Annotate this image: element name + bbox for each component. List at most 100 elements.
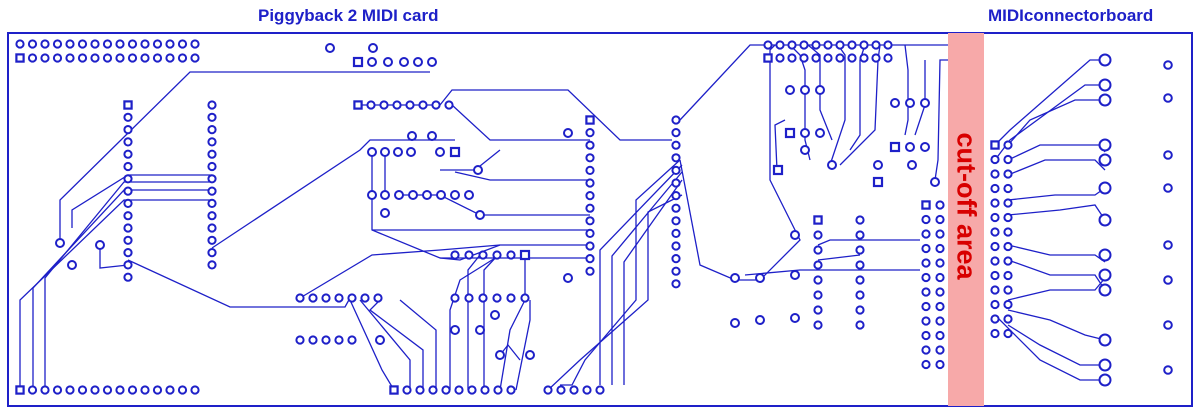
round-pad <box>152 53 163 63</box>
round-pad <box>671 165 681 175</box>
round-pad <box>935 214 945 225</box>
round-pad <box>525 350 535 360</box>
square-pad <box>813 215 823 225</box>
round-pad <box>855 230 865 240</box>
round-pad <box>935 316 945 326</box>
round-pad <box>813 305 823 315</box>
round-pad <box>1003 299 1013 310</box>
square-pad <box>449 146 461 158</box>
round-pad <box>321 293 331 303</box>
trace <box>499 255 526 391</box>
round-pad <box>815 128 825 138</box>
round-pad <box>935 287 945 297</box>
round-pad <box>360 293 370 303</box>
round-pad <box>827 160 837 170</box>
trace <box>849 44 866 151</box>
round-pad <box>859 40 869 50</box>
square-pad <box>15 385 25 395</box>
round-pad <box>990 198 1000 208</box>
round-pad <box>775 53 785 63</box>
round-pad <box>990 270 1000 281</box>
trace <box>679 44 801 281</box>
round-pad <box>1098 53 1112 67</box>
round-pad <box>871 40 881 50</box>
round-pad <box>207 198 217 208</box>
round-pad <box>855 245 865 255</box>
round-pad <box>921 272 931 283</box>
trace <box>451 104 590 141</box>
trace <box>1007 277 1106 301</box>
round-pad <box>427 57 437 67</box>
round-pad <box>990 328 1000 339</box>
round-pad <box>127 385 138 395</box>
round-pad <box>1163 183 1173 193</box>
round-pad <box>855 320 865 330</box>
round-pad <box>671 254 681 264</box>
round-pad <box>935 243 945 254</box>
round-pad <box>1098 248 1112 262</box>
round-pad <box>585 153 595 163</box>
round-pad <box>450 325 460 335</box>
round-pad <box>1163 275 1173 285</box>
square-pad <box>353 100 363 110</box>
round-pad <box>464 250 474 260</box>
round-pad <box>207 260 217 270</box>
trace <box>71 174 212 228</box>
round-pad <box>990 183 1000 194</box>
round-pad <box>905 98 915 108</box>
round-pad <box>755 273 765 283</box>
round-pad <box>890 98 900 108</box>
trace <box>817 239 920 246</box>
round-pad <box>990 227 1000 237</box>
round-pad <box>177 385 188 395</box>
round-pad <box>935 345 945 355</box>
trace <box>449 254 501 390</box>
trace <box>19 199 212 390</box>
round-pad <box>935 359 945 370</box>
pads <box>15 39 1173 395</box>
round-pad <box>347 335 357 345</box>
round-pad <box>787 40 797 50</box>
round-pad <box>152 385 163 395</box>
round-pad <box>427 131 437 141</box>
round-pad <box>813 275 823 285</box>
round-pad <box>408 190 418 200</box>
round-pad <box>907 160 917 170</box>
round-pad <box>855 290 865 300</box>
round-pad <box>123 211 133 221</box>
round-pad <box>368 43 378 53</box>
round-pad <box>436 190 446 200</box>
trace <box>399 299 437 390</box>
round-pad <box>569 385 579 395</box>
round-pad <box>671 279 681 289</box>
round-pad <box>1098 181 1112 195</box>
round-pad <box>478 293 488 303</box>
round-pad <box>123 272 133 282</box>
round-pad <box>585 228 595 238</box>
trace <box>807 44 833 141</box>
round-pad <box>399 57 409 67</box>
round-pad <box>921 258 931 268</box>
round-pad <box>1003 227 1013 237</box>
round-pad <box>207 223 217 233</box>
square-pad <box>921 200 931 210</box>
round-pad <box>920 142 930 152</box>
round-pad <box>464 293 474 303</box>
round-pad <box>1163 320 1173 330</box>
round-pad <box>207 174 217 184</box>
round-pad <box>165 39 175 49</box>
round-pad <box>506 250 516 260</box>
square-pad <box>872 176 884 188</box>
round-pad <box>883 53 893 63</box>
round-pad <box>873 160 883 170</box>
round-pad <box>123 149 133 159</box>
round-pad <box>671 216 681 226</box>
cutoff-area-label: cut-off area <box>951 132 982 280</box>
round-pad <box>375 335 385 345</box>
round-pad <box>90 385 100 395</box>
round-pad <box>990 212 1000 223</box>
round-pad <box>921 229 931 239</box>
round-pad <box>473 165 483 175</box>
round-pad <box>123 186 133 196</box>
round-pad <box>935 258 945 268</box>
